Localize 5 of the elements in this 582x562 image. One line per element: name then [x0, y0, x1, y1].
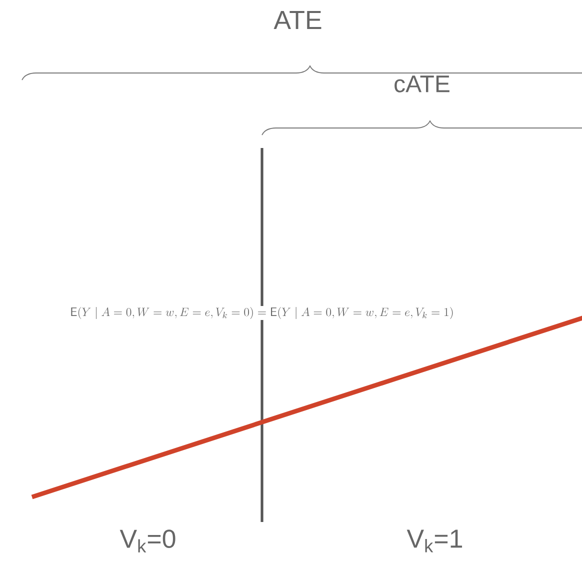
region-label: V$_{k}$=0	[120, 530, 176, 552]
region-label: V$_{k}$=1	[406, 530, 462, 552]
brace-label: cATE	[394, 76, 450, 92]
formula: $\mathsf{E}(Y \mid A=0, W=w, E=e, V_k=0) = \mathsf{E}(Y \mid A=0, W=w, E=e, V_k=1)$	[69, 306, 455, 320]
brace-label: ATE	[274, 11, 322, 29]
